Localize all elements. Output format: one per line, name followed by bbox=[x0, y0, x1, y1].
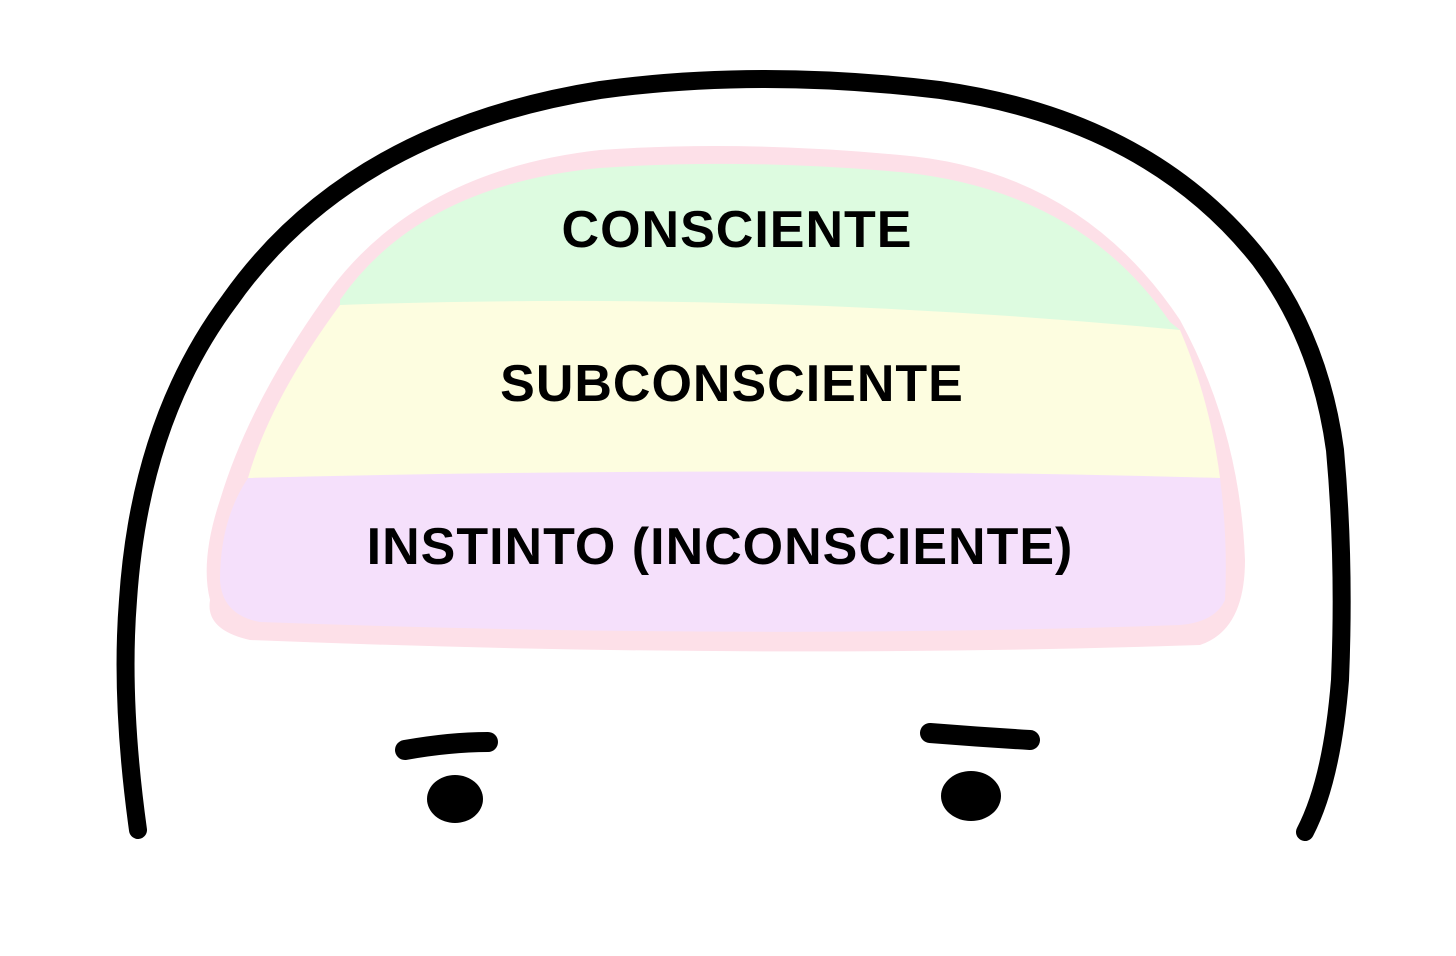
head-outline bbox=[116, 70, 1351, 841]
right-eye-icon bbox=[941, 771, 1001, 821]
right-eyebrow-icon bbox=[920, 723, 1040, 750]
layer-conscious-label: CONSCIENTE bbox=[561, 201, 913, 259]
layer-subconscious-label: SUBCONSCIENTE bbox=[500, 355, 964, 413]
layer-subconscious-shape bbox=[248, 300, 1220, 478]
left-eyebrow-icon bbox=[395, 732, 498, 760]
layer-conscious-shape bbox=[340, 163, 1180, 330]
layer-instinct-label: INSTINTO (INCONSCIENTE) bbox=[366, 518, 1074, 576]
layer-instinct-shape bbox=[220, 471, 1226, 632]
left-eye-icon bbox=[427, 775, 483, 823]
